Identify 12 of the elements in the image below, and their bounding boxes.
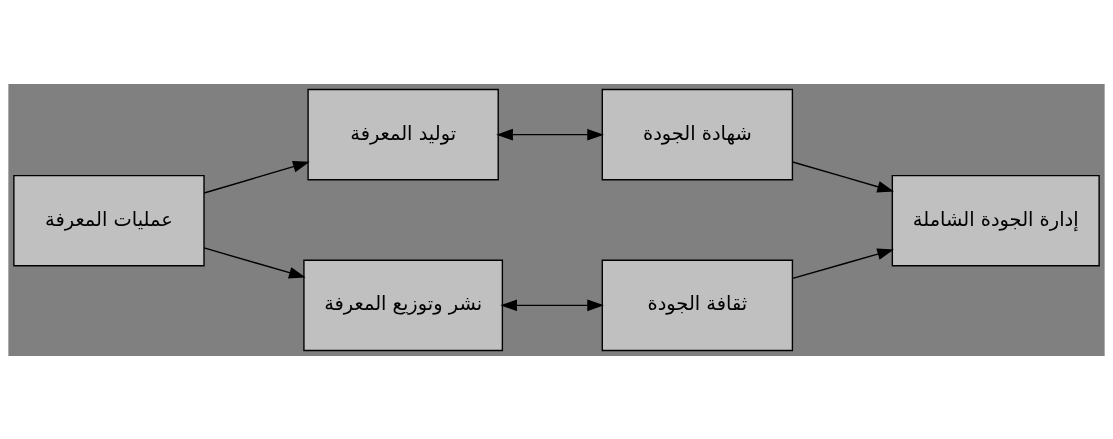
- arrow: [203, 160, 310, 194]
- arrow: [496, 128, 604, 140]
- node-box: ثقافة الجودة: [601, 259, 794, 351]
- arrow: [500, 299, 604, 311]
- node-box: إدارة الجودة الشاملة: [891, 174, 1100, 266]
- node-box: نشر وتوزيع المعرفة: [303, 259, 504, 351]
- node-box: عمليات المعرفة: [13, 174, 205, 266]
- arrow: [203, 246, 306, 278]
- node-box: شهادة الجودة: [601, 88, 794, 180]
- arrow: [792, 247, 894, 279]
- arrow: [792, 160, 894, 192]
- node-box: توليد المعرفة: [307, 88, 499, 180]
